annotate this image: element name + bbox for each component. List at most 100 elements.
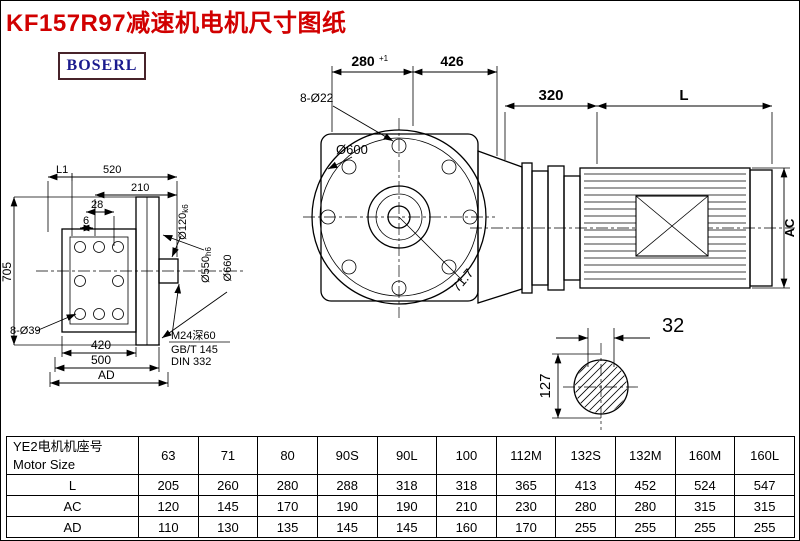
dim-o660: Ø660 <box>222 255 234 282</box>
brand-logo-text: BOSERL <box>66 57 138 74</box>
dim-AD: AD <box>98 368 115 382</box>
brand-logo: BOSERL <box>58 52 146 80</box>
table-cell: 205 <box>138 474 199 496</box>
table-cell: 255 <box>555 516 616 538</box>
table-cell: 452 <box>615 474 676 496</box>
table-header-motor-size: YE2电机机座号 Motor Size <box>6 436 139 475</box>
table-row-AD: AD 110 130 135 145 145 160 170 255 255 2… <box>6 516 795 538</box>
table-cell: 135 <box>257 516 318 538</box>
table-cell: 145 <box>197 495 259 517</box>
dim-8-o22: 8-Ø22 <box>300 91 334 105</box>
table-col-header: 80 <box>257 436 318 475</box>
table-cell: 145 <box>316 516 378 538</box>
table-cell: 315 <box>734 495 795 517</box>
shaft-end-dimension-lines <box>552 328 650 419</box>
table-cell: 255 <box>734 516 795 538</box>
motor-size-table: YE2电机机座号 Motor Size 63 71 80 90S 90L 100… <box>6 436 795 538</box>
dim-71-7: 71.7 <box>449 266 477 295</box>
front-view: 280 +1 426 8-Ø22 Ø600 320 L AC 71.7 <box>300 53 797 318</box>
dim-127: 127 <box>537 373 554 398</box>
table-col-header: 63 <box>138 436 199 475</box>
table-cell: 260 <box>197 474 259 496</box>
dim-420: 420 <box>91 338 111 352</box>
shaft-hatching <box>575 361 627 413</box>
table-cell: 318 <box>436 474 497 496</box>
dim-o600: Ø600 <box>336 142 368 157</box>
dim-28: 28 <box>91 199 103 211</box>
dim-32: 32 <box>662 315 684 337</box>
table-col-header: 132S <box>555 436 616 475</box>
table-cell: 190 <box>376 495 438 517</box>
dim-320: 320 <box>538 87 563 104</box>
front-view-dimension-lines <box>327 66 790 289</box>
shaft-end-outline <box>563 343 639 430</box>
table-cell: 170 <box>495 516 557 538</box>
table-cell: 160 <box>436 516 497 538</box>
dim-AC: AC <box>782 218 797 237</box>
table-col-header: 112M <box>495 436 557 475</box>
note-gbt145: GB/T 145 <box>171 344 218 356</box>
row-label: L <box>6 474 139 496</box>
table-cell: 365 <box>495 474 557 496</box>
technical-drawing: L1 520 210 28 6 705 8-Ø39 420 500 AD Ø12… <box>0 53 797 430</box>
dim-L1: L1 <box>56 164 68 176</box>
dim-o550: Ø550 <box>200 256 212 283</box>
table-cell: 524 <box>674 474 736 496</box>
motor-size-label-cn: YE2电机机座号 <box>13 438 103 454</box>
table-cell: 255 <box>615 516 676 538</box>
table-col-header: 100 <box>436 436 497 475</box>
side-view-dimension-lines <box>10 173 230 387</box>
table-cell: 547 <box>734 474 795 496</box>
table-row-AC: AC 120 145 170 190 190 210 230 280 280 3… <box>6 495 795 517</box>
side-view: L1 520 210 28 6 705 8-Ø39 420 500 AD Ø12… <box>0 164 246 387</box>
shaft-end-view: 32 127 <box>537 315 684 430</box>
table-cell: 110 <box>138 516 199 538</box>
row-label: AD <box>6 516 139 538</box>
dim-8-o39: 8-Ø39 <box>10 325 41 337</box>
row-label: AC <box>6 495 139 517</box>
dim-426: 426 <box>440 53 464 69</box>
motor-fan-cover <box>749 169 773 287</box>
table-cell: 145 <box>376 516 438 538</box>
dim-o120: Ø120 <box>177 213 189 240</box>
table-cell: 210 <box>436 495 497 517</box>
dim-520: 520 <box>103 164 121 176</box>
dim-6: 6 <box>83 215 89 227</box>
table-col-header: 90S <box>316 436 378 475</box>
table-cell: 413 <box>555 474 616 496</box>
table-cell: 190 <box>316 495 378 517</box>
dim-500: 500 <box>91 353 111 367</box>
table-cell: 120 <box>138 495 199 517</box>
motor-size-label-en: Motor Size <box>13 456 76 472</box>
dim-o120k6: Ø120k6 <box>177 204 190 240</box>
table-cell: 230 <box>495 495 557 517</box>
table-col-header: 160L <box>734 436 795 475</box>
table-col-header: 132M <box>615 436 676 475</box>
dim-280-tolerance: +1 <box>379 54 389 63</box>
table-cell: 280 <box>615 495 676 517</box>
table-header-row: YE2电机机座号 Motor Size 63 71 80 90S 90L 100… <box>6 436 795 475</box>
table-row-L: L 205 260 280 288 318 318 365 413 452 52… <box>6 474 795 496</box>
dim-o120-fit: k6 <box>181 204 190 213</box>
table-col-header: 71 <box>197 436 259 475</box>
dim-o550-fit: h6 <box>204 247 213 256</box>
motor-outline <box>470 150 795 304</box>
table-cell: 318 <box>376 474 438 496</box>
dim-o550h6: Ø550h6 <box>200 247 213 283</box>
table-cell: 288 <box>316 474 378 496</box>
side-view-outline <box>36 196 246 346</box>
table-cell: 280 <box>257 474 318 496</box>
table-cell: 280 <box>555 495 616 517</box>
page-title: KF157R97减速机电机尺寸图纸 <box>6 10 347 37</box>
table-cell: 130 <box>197 516 259 538</box>
dim-280: 280 <box>351 53 375 69</box>
note-tap-hole: M24深60 <box>171 329 216 342</box>
note-din332: DIN 332 <box>171 356 211 368</box>
dim-210: 210 <box>131 182 149 194</box>
dim-705: 705 <box>0 262 14 282</box>
table-cell: 255 <box>674 516 736 538</box>
table-cell: 170 <box>257 495 318 517</box>
dim-L: L <box>679 87 688 104</box>
table-col-header: 160M <box>674 436 736 475</box>
